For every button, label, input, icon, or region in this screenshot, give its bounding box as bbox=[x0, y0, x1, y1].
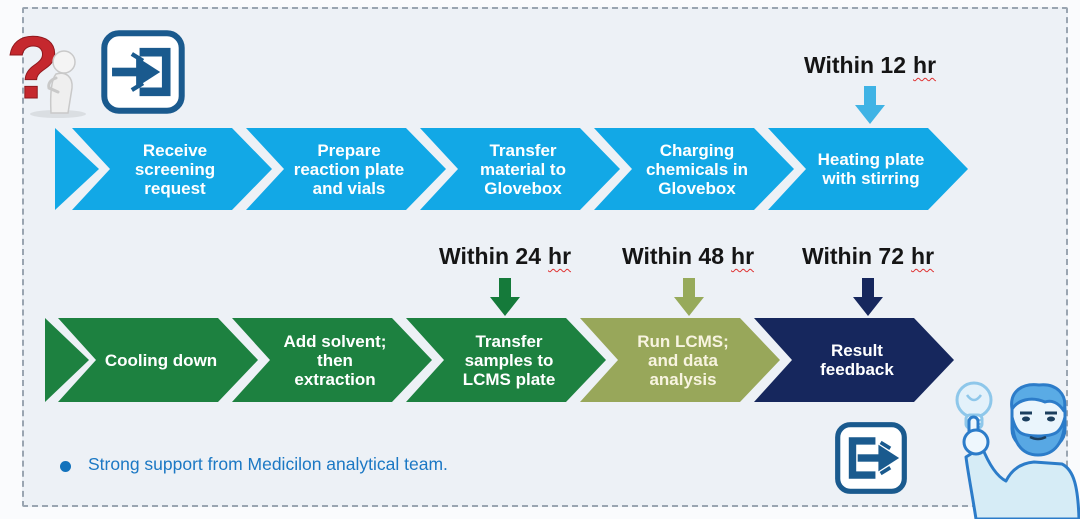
step-label: Transfer samples to LCMS plate bbox=[462, 331, 556, 389]
question-mark-figure-icon: ? bbox=[6, 22, 86, 118]
exit-icon bbox=[835, 422, 907, 494]
timing-text: Within 24 bbox=[438, 243, 542, 269]
note-bullet bbox=[60, 461, 71, 472]
timing-unit: hr bbox=[913, 52, 937, 78]
timing-unit: hr bbox=[548, 243, 572, 269]
timing-text: Within 72 bbox=[801, 243, 905, 269]
step-label: Result feedback bbox=[820, 341, 894, 379]
man-with-lightbulb-icon bbox=[955, 381, 1080, 519]
step-label: Charging chemicals in Glovebox bbox=[645, 140, 749, 198]
note-text: Strong support from Medicilon analytical… bbox=[88, 454, 448, 474]
timing-unit: hr bbox=[731, 243, 755, 269]
timing-text: Within 48 bbox=[621, 243, 725, 269]
timing-unit: hr bbox=[911, 243, 935, 269]
step-label: Heating plate with stirring bbox=[817, 150, 925, 188]
step-label: Transfer material to Glovebox bbox=[480, 140, 566, 198]
step-label: Add solvent; then extraction bbox=[283, 331, 387, 389]
step-label: Cooling down bbox=[104, 350, 218, 370]
step-label: Run LCMS; and data analysis bbox=[637, 331, 729, 389]
step-transfer-material: Transfer material to Glovebox bbox=[420, 128, 620, 210]
timing-text: Within 12 bbox=[803, 52, 907, 78]
enter-icon bbox=[101, 30, 185, 114]
step-label: Receive screening request bbox=[134, 140, 216, 198]
step-label: Prepare reaction plate and vials bbox=[293, 140, 405, 198]
